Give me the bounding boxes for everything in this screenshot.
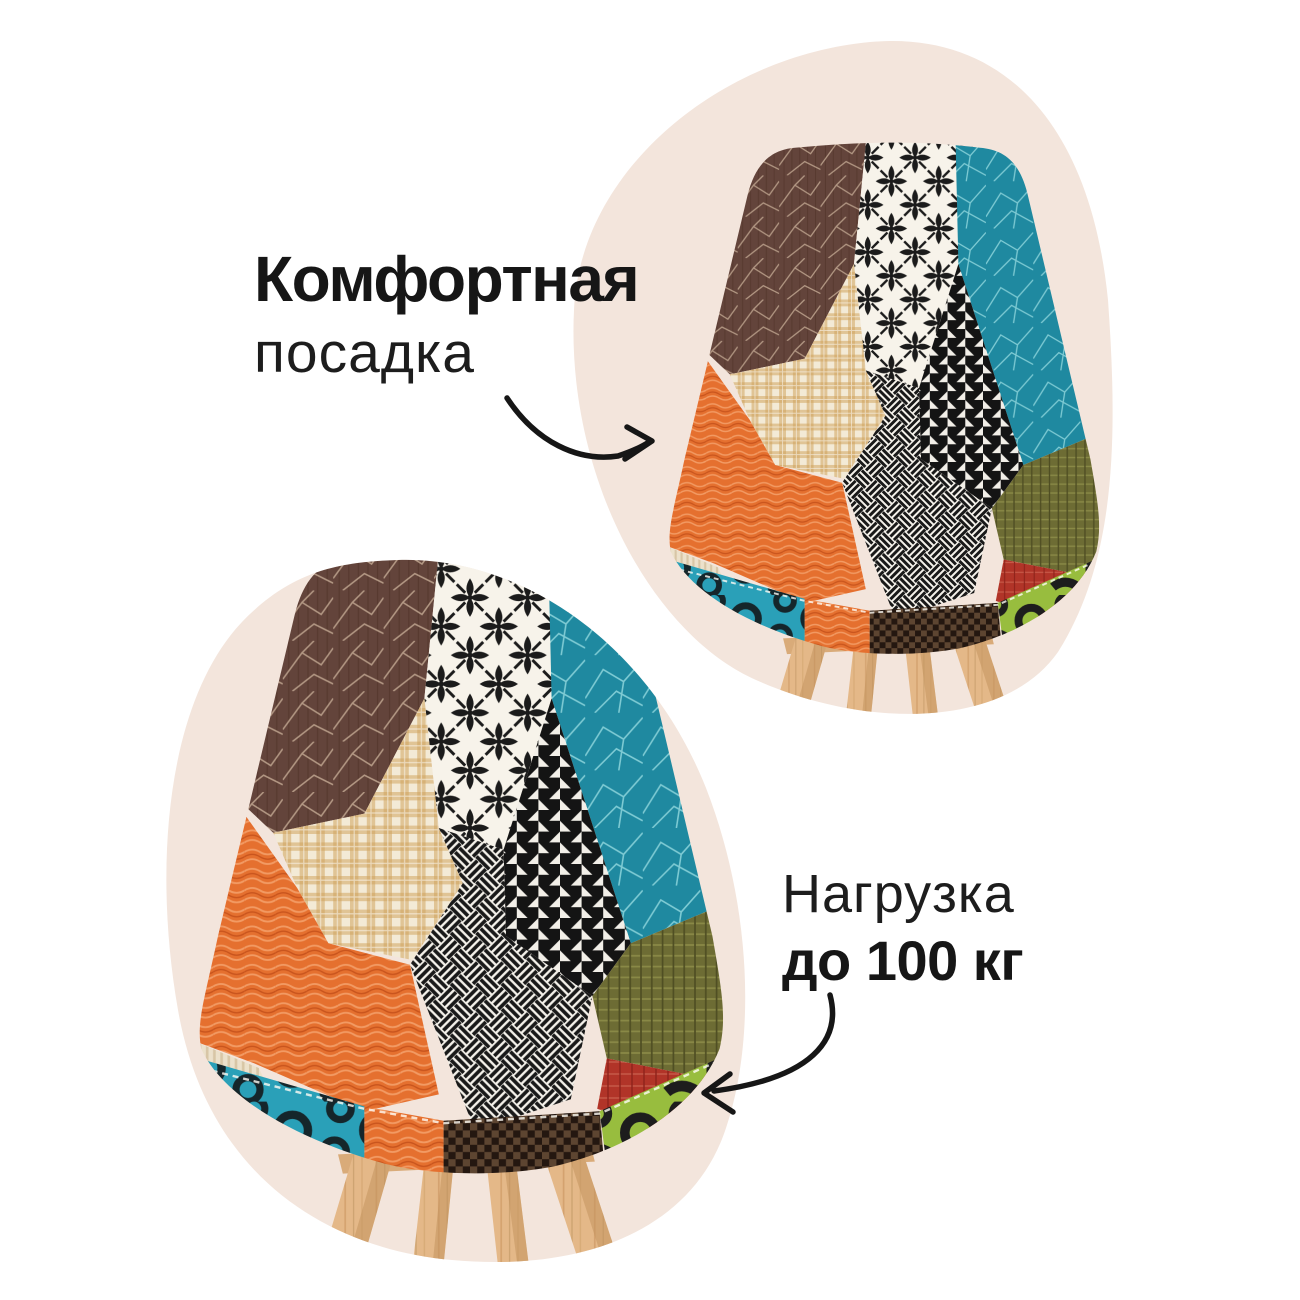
arrow-top-icon [504, 395, 655, 462]
caption-load: Нагрузка до 100 кг [782, 864, 1024, 992]
caption-comfort-line1: Комфортная [254, 243, 640, 315]
caption-load-line2: до 100 кг [782, 929, 1024, 992]
caption-load-line1: Нагрузка [782, 864, 1015, 924]
caption-comfort: Комфортная посадка [254, 243, 640, 385]
arrow-bottom-icon [701, 992, 836, 1115]
caption-comfort-line2: посадка [254, 321, 475, 385]
